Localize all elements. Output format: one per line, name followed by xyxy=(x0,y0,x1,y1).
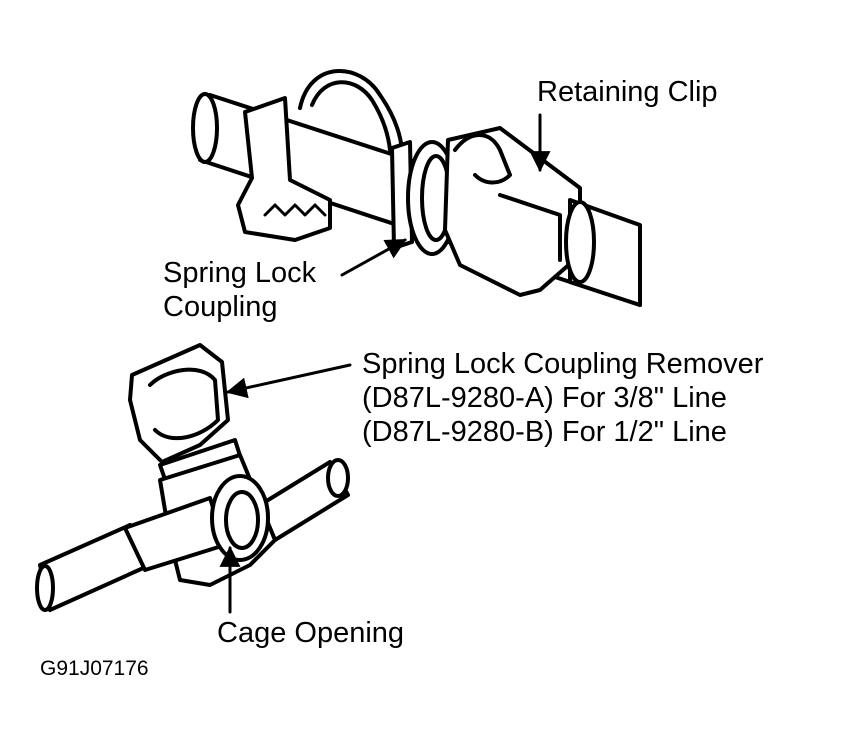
spring-lock-coupling-arrow xyxy=(340,238,407,277)
upper-tube-end-right xyxy=(564,200,596,284)
remover-label-line1: Spring Lock Coupling Remover xyxy=(362,348,764,380)
retaining-clip-label: Retaining Clip xyxy=(537,76,718,108)
clip-saddle-teeth xyxy=(263,203,327,217)
remover-tool-jaw xyxy=(128,343,230,464)
spring-lock-coupling-label-line2: Coupling xyxy=(163,291,278,323)
retaining-clip-wire xyxy=(298,69,404,152)
lower-tube-rear-end xyxy=(326,458,350,498)
lower-assembly xyxy=(35,343,352,614)
retaining-clip-wire-inner xyxy=(310,80,392,152)
cage-opening-label: Cage Opening xyxy=(217,617,405,649)
cage-edge xyxy=(498,193,562,262)
remover-label-line3: (D87L-9280-B) For 1/2" Line xyxy=(362,416,727,448)
cage-top-hook xyxy=(453,133,512,185)
remover-tool-jaw-cavity xyxy=(148,367,220,441)
upper-tube-end-left xyxy=(191,92,219,164)
spring-lock-coupling-label-line1: Spring Lock xyxy=(163,257,317,289)
remover-label-line2: (D87L-9280-A) For 3/8" Line xyxy=(362,382,727,414)
coupling-collar xyxy=(390,140,414,250)
figure-id: G91J07176 xyxy=(40,657,149,680)
remover-arrow xyxy=(225,363,352,399)
cage-body xyxy=(443,126,582,297)
clip-saddle-left xyxy=(236,96,332,242)
cage-ring-inner xyxy=(224,490,260,550)
upper-assembly xyxy=(191,69,642,307)
lower-tube-front-end xyxy=(35,564,55,612)
